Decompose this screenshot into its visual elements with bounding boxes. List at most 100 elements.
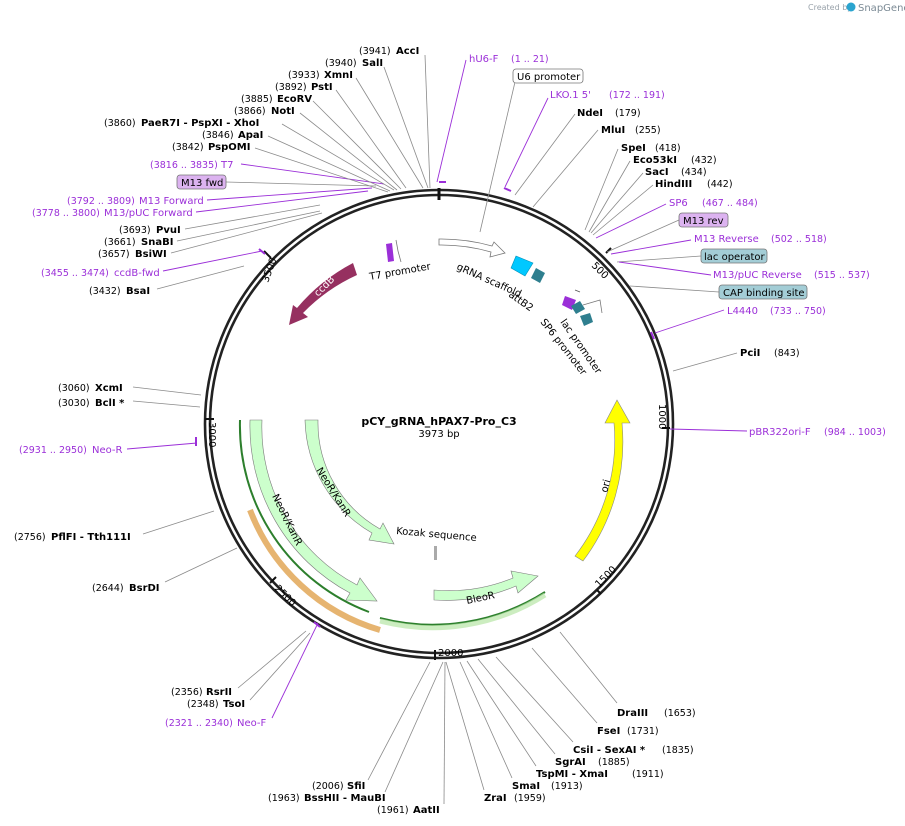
site-PaeR7I[interactable]: (3860) PaeR7I - PspXI - XhoI xyxy=(104,118,395,191)
lac-operator-text: lac operator xyxy=(704,252,765,263)
feature-NeoR-KanR-inner[interactable]: NeoR/KanR xyxy=(304,419,395,545)
site-XcmI-name: XcmI xyxy=(95,383,123,394)
site-SnaBI[interactable]: (3661) SnaBI xyxy=(104,210,321,248)
site-CsiI[interactable]: CsiI - SexAI * (1835) xyxy=(495,656,694,756)
label-lac-operator[interactable]: lac operator xyxy=(616,248,768,264)
site-NdeI-name: NdeI xyxy=(577,108,603,119)
primer-SP6[interactable]: SP6 (467 .. 484) xyxy=(595,198,758,239)
site-DraIII[interactable]: DraIII (1653) xyxy=(559,631,696,719)
site-Eco53kI-pos: (432) xyxy=(691,155,717,166)
site-PaeR7I-name: PaeR7I - PspXI - XhoI xyxy=(141,118,259,129)
site-MluI-pos: (255) xyxy=(635,125,661,136)
site-PciI-pos: (843) xyxy=(774,348,800,359)
site-AatII[interactable]: (1961) AatII xyxy=(377,661,446,816)
label-CAP-binding-site[interactable]: CAP binding site xyxy=(629,284,808,300)
site-SacI-pos: (434) xyxy=(681,167,707,178)
site-PvuI-name: PvuI xyxy=(156,225,181,236)
primer-T7[interactable]: (3816 .. 3835) T7 xyxy=(150,160,385,185)
primer-L4440[interactable]: L4440 (733 .. 750) xyxy=(650,306,826,340)
site-PstI[interactable]: (3892) PstI xyxy=(275,82,407,189)
site-BclI[interactable]: (3030) BclI * xyxy=(58,398,201,409)
site-SalI-pos: (3940) xyxy=(325,58,357,69)
primer-pBR322ori-F-name: pBR322ori-F xyxy=(749,427,811,438)
M13-fwd-text: M13 fwd xyxy=(181,178,223,189)
primer-Neo-R-name: Neo-R xyxy=(92,445,123,456)
primer-L4440-name: L4440 xyxy=(727,306,758,317)
tick-2500: 2500 xyxy=(272,583,298,609)
site-NdeI[interactable]: NdeI (179) xyxy=(514,108,641,196)
credit-brand: SnapGene xyxy=(858,3,905,14)
site-FseI-pos: (1731) xyxy=(627,726,659,737)
primer-T7-range: (3816 .. 3835) xyxy=(150,160,218,171)
primer-M13-pUC-Forward-range: (3778 .. 3800) xyxy=(32,208,100,219)
site-SgrAI[interactable]: SgrAI (1885) xyxy=(477,658,630,768)
site-PspOMI[interactable]: (3842) PspOMI xyxy=(172,142,389,193)
primer-M13-pUC-Reverse-range: (515 .. 537) xyxy=(814,270,870,281)
primer-M13-Reverse[interactable]: M13 Reverse (502 .. 518) xyxy=(610,234,827,255)
site-PvuI[interactable]: (3693) PvuI xyxy=(119,204,321,236)
feature-NeoR-KanR-outer[interactable]: NeoR/KanR xyxy=(249,419,378,602)
site-SpeI[interactable]: SpeI (418) xyxy=(584,143,681,231)
site-AatII-pos: (1961) xyxy=(377,805,409,816)
site-TsoI[interactable]: (2348) TsoI xyxy=(187,632,311,710)
feature-ori[interactable]: ori xyxy=(574,399,631,562)
label-M13-fwd[interactable]: M13 fwd xyxy=(176,174,377,190)
label-U6-promoter[interactable]: U6 promoter xyxy=(479,68,584,233)
feature-Kozak[interactable]: Kozak sequence xyxy=(396,526,477,560)
site-BsaI[interactable]: (3432) BsaI xyxy=(89,265,245,297)
site-Eco53kI-name: Eco53kI xyxy=(633,155,677,166)
site-ApaI[interactable]: (3846) ApaI xyxy=(202,130,391,192)
site-PciI[interactable]: PciI (843) xyxy=(672,348,800,372)
primer-T7-name: T7 xyxy=(220,160,233,171)
primer-ccdB-fwd[interactable]: (3455 .. 3474) ccdB-fwd xyxy=(41,248,266,279)
site-XmnI[interactable]: (3933) XmnI xyxy=(288,70,424,189)
site-ZraI[interactable]: ZraI (1959) xyxy=(445,661,546,804)
primer-Neo-F[interactable]: (2321 .. 2340) Neo-F xyxy=(165,621,321,729)
site-FseI[interactable]: FseI (1731) xyxy=(531,647,659,737)
primer-M13-Forward[interactable]: (3792 .. 3809) M13 Forward xyxy=(67,187,373,207)
site-EcoRV[interactable]: (3885) EcoRV xyxy=(241,94,402,190)
site-HindIII[interactable]: HindIII (442) xyxy=(592,179,733,236)
site-BssHII[interactable]: (1963) BssHII - MauBI xyxy=(268,661,444,804)
site-SacI[interactable]: SacI (434) xyxy=(590,167,707,234)
site-SfiI[interactable]: (2006) SfiI xyxy=(312,661,431,792)
site-SmaI-pos: (1913) xyxy=(551,781,583,792)
U6-promoter-text: U6 promoter xyxy=(517,72,581,83)
site-BsrDI[interactable]: (2644) BsrDI xyxy=(92,547,238,594)
site-AccI[interactable]: (3941) AccI xyxy=(359,46,431,189)
site-Eco53kI[interactable]: Eco53kI (432) xyxy=(588,155,717,233)
site-XcmI[interactable]: (3060) XcmI xyxy=(58,383,202,396)
primer-Neo-R[interactable]: (2931 .. 2950) Neo-R xyxy=(19,437,198,456)
feature-BleoR[interactable]: BleoR xyxy=(433,570,539,607)
site-SalI-name: SalI xyxy=(362,58,383,69)
primer-M13-pUC-Forward[interactable]: (3778 .. 3800) M13/pUC Forward xyxy=(32,190,369,219)
site-NotI[interactable]: (3866) NotI xyxy=(234,106,398,191)
primer-hU6-F[interactable]: hU6-F (1 .. 21) xyxy=(436,54,549,183)
site-SnaBI-pos: (3661) xyxy=(104,237,136,248)
primer-M13-Reverse-name: M13 Reverse xyxy=(694,234,759,245)
site-SmaI[interactable]: SmaI (1913) xyxy=(459,661,583,792)
site-XmnI-name: XmnI xyxy=(324,70,353,81)
feature-T7-promoter-label: T7 promoter xyxy=(368,261,433,283)
map-title: pCY_gRNA_hPAX7-Pro_C3 xyxy=(361,415,516,428)
site-BsiWI[interactable]: (3657) BsiWI xyxy=(98,212,323,260)
site-MluI[interactable]: MluI (255) xyxy=(532,125,661,208)
primer-ccdB-fwd-range: (3455 .. 3474) xyxy=(41,268,109,279)
primer-pBR322ori-F[interactable]: pBR322ori-F (984 .. 1003) xyxy=(669,427,886,438)
site-TspMI[interactable]: TspMI - XmaI (1911) xyxy=(466,660,664,780)
primer-LKO1[interactable]: LKO.1 5' (172 .. 191) xyxy=(503,90,665,192)
feature-gRNA-arrow[interactable] xyxy=(510,255,534,277)
site-PflFI[interactable]: (2756) PflFI - Tth111I xyxy=(14,510,215,543)
feature-T7-promoter[interactable]: T7 promoter xyxy=(368,239,433,283)
tick-500: 500 xyxy=(589,260,610,281)
site-RsrII-name: RsrII xyxy=(206,687,232,698)
primer-M13-pUC-Reverse[interactable]: M13/pUC Reverse (515 .. 537) xyxy=(618,261,870,281)
feature-green-band xyxy=(238,419,370,613)
feature-ccdB[interactable]: ccdB xyxy=(289,262,357,325)
tick-2000: 2000 xyxy=(438,648,463,659)
site-SalI[interactable]: (3940) SalI xyxy=(325,58,429,189)
site-RsrII[interactable]: (2356) RsrII xyxy=(171,630,307,698)
label-M13-rev[interactable]: M13 rev xyxy=(606,212,729,253)
site-BsrDI-pos: (2644) xyxy=(92,583,124,594)
